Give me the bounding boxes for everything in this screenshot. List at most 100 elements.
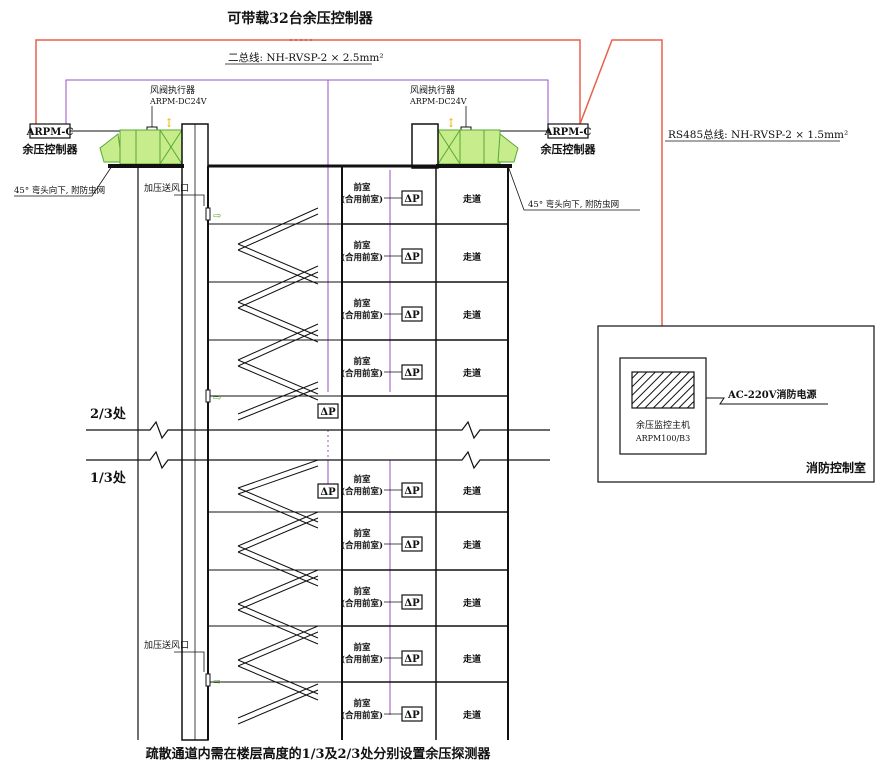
floor-row: 前室(合用前室) ΔP 走道 (341, 182, 481, 206)
anteroom-sensor-label: ΔP (404, 310, 420, 321)
control-room-name: 消防控制室 (806, 460, 866, 475)
break-lines (86, 420, 550, 470)
floor-row: 前室(合用前室) ΔP 走道 (341, 474, 481, 498)
anteroom-shared-label: (合用前室) (341, 710, 383, 721)
supply-vent-label-upper: 加压送风口 (144, 182, 189, 194)
bottom-caption: 疏散通道内需在楼层高度的1/3及2/3处分别设置余压探测器 (146, 746, 492, 762)
right-note: 45° 弯头向下, 附防虫网 (528, 199, 619, 210)
anteroom-sensor[interactable] (401, 594, 423, 610)
anteroom-sensor[interactable] (401, 706, 423, 722)
anteroom-sensor-label: ΔP (404, 368, 420, 379)
anteroom-label: 前室 (353, 240, 371, 251)
left-controller-box-label: ARPM-C (26, 127, 74, 138)
anteroom-shared-label: (合用前室) (341, 486, 383, 497)
left-damper-arrow-icon: ↕ (164, 116, 174, 130)
rs485-line (579, 39, 663, 358)
bus-line-right (328, 79, 549, 124)
corridor-label: 走道 (462, 367, 481, 379)
corridor-label: 走道 (462, 539, 481, 551)
stair-sensor-lower-label: ΔP (320, 487, 336, 498)
anteroom-label: 前室 (353, 698, 371, 709)
anteroom-sensor[interactable] (401, 190, 423, 206)
staircase-lower (237, 459, 319, 725)
anteroom-label: 前室 (353, 182, 371, 193)
supply-vent-lower: 加压送风口 ⇨ (144, 639, 221, 688)
left-roof-unit: ARPM-C 余压控制器 风阀执行器 ARPM-DC24V ↕ 45° 弯头向下… (14, 84, 207, 197)
top-signal-line (35, 39, 581, 124)
left-fan-hood (99, 133, 123, 163)
right-damper-title: 风阀执行器 (410, 84, 455, 96)
left-fan-body (119, 129, 183, 165)
right-fan-diag2 (437, 129, 461, 165)
right-fan-body (437, 129, 501, 165)
anteroom-shared-label: (合用前室) (341, 310, 383, 321)
right-damper-arrow-icon: ↕ (446, 116, 456, 130)
anteroom-shared-label: (合用前室) (341, 368, 383, 379)
power-label: AC-220V消防电源 (727, 388, 817, 401)
anteroom-sensor[interactable] (401, 482, 423, 498)
anteroom-label: 前室 (353, 356, 371, 367)
left-fan-diag2 (159, 129, 183, 165)
stair-sensor-upper-label: ΔP (320, 407, 336, 418)
corridor-label: 走道 (462, 193, 481, 205)
right-fan-hood (497, 133, 519, 163)
anteroom-shared-label: (合用前室) (341, 598, 383, 609)
stair-sensor-upper[interactable]: ΔP (317, 403, 339, 419)
anteroom-shared-label: (合用前室) (341, 654, 383, 665)
corridor-label: 走道 (462, 597, 481, 609)
anteroom-sensor-label: ΔP (404, 252, 420, 263)
left-note-leader (14, 165, 113, 197)
anteroom-label: 前室 (353, 298, 371, 309)
corridor-label: 走道 (462, 485, 481, 497)
supply-vent-upper: 加压送风口 ⇨ ⇨ (144, 182, 221, 404)
right-controller-box-label: ARPM-C (544, 127, 592, 138)
anteroom-sensor-label: ΔP (404, 486, 420, 497)
left-note: 45° 弯头向下, 附防虫网 (14, 185, 105, 196)
anteroom-sensor[interactable] (401, 248, 423, 264)
host-screen (631, 371, 695, 409)
supply-vent-label-lower: 加压送风口 (144, 639, 189, 651)
floor-row: 前室(合用前室) ΔP 走道 (341, 356, 481, 380)
staircase-upper (237, 207, 319, 421)
building (137, 123, 509, 741)
level-label-two-thirds: 2/3处 (90, 406, 127, 422)
host-name: 余压监控主机 (636, 419, 690, 431)
anteroom-sensor[interactable] (401, 650, 423, 666)
right-roof-unit: ARPM-C 余压控制器 风阀执行器 ARPM-DC24V ↕ 45° 弯头向下… (409, 84, 640, 211)
anteroom-sensor-label: ΔP (404, 540, 420, 551)
anteroom-sensor-label: ΔP (404, 598, 420, 609)
left-controller-name: 余压控制器 (22, 142, 79, 156)
floor-row: 前室(合用前室) ΔP 走道 (341, 298, 481, 322)
bus-line-left (65, 79, 329, 392)
anteroom-sensor[interactable] (401, 306, 423, 322)
supply-vent-arrow-icon: ⇨ (213, 211, 221, 222)
anteroom-sensor-label: ΔP (404, 710, 420, 721)
anteroom-sensor[interactable] (401, 536, 423, 552)
corridor-label: 走道 (462, 251, 481, 263)
anteroom-shared-label: (合用前室) (341, 540, 383, 551)
right-damper-model: ARPM-DC24V (409, 97, 467, 106)
supply-vent-arrow-icon-2: ⇨ (213, 393, 221, 404)
bus-label-main: 二总线: NH-RVSP-2 × 2.5mm² (228, 51, 384, 64)
corridor-label: 走道 (462, 309, 481, 321)
anteroom-shared-label: (合用前室) (341, 194, 383, 205)
anteroom-label: 前室 (353, 474, 371, 485)
upper-floors (208, 223, 508, 397)
anteroom-sensor[interactable] (401, 364, 423, 380)
top-caption: 可带载32台余压控制器 (227, 10, 373, 27)
anteroom-label: 前室 (353, 642, 371, 653)
stair-sensor-lower[interactable]: ΔP (317, 483, 339, 499)
level-label-one-third: 1/3处 (90, 470, 127, 486)
left-damper-model: ARPM-DC24V (149, 97, 207, 106)
anteroom-sensor-label: ΔP (404, 654, 420, 665)
host-model: ARPM100/B3 (635, 434, 690, 443)
anteroom-sensor-label: ΔP (404, 194, 420, 205)
control-room: 余压监控主机 ARPM100/B3 AC-220V消防电源 消防控制室 (597, 325, 875, 483)
